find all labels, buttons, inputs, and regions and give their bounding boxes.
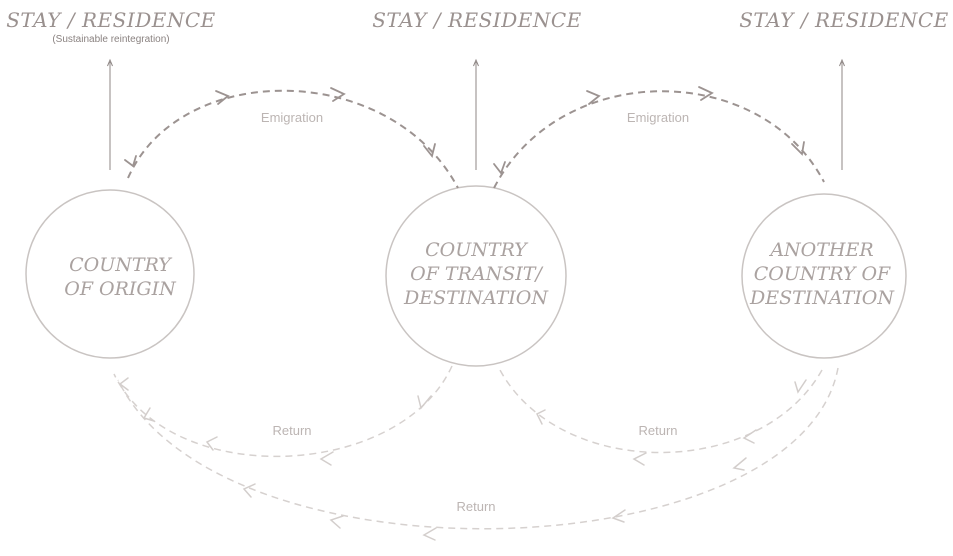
stay-label-transit: STAY / RESIDENCE: [372, 8, 582, 32]
return-label-2: Return: [638, 423, 678, 438]
return-arc-3: [117, 367, 839, 530]
emigration-label-1: Emigration: [260, 110, 324, 125]
return-label-1: Return: [272, 423, 312, 438]
country-of-origin-label: COUNTRY OF ORIGIN: [30, 253, 210, 301]
return-arc-2: [499, 369, 823, 454]
transit-line-2: OF TRANSIT/: [410, 263, 542, 285]
another-line-2: COUNTRY OF: [753, 263, 891, 285]
origin-line-2: OF ORIGIN: [64, 278, 176, 300]
stay-arrow-origin: [107, 58, 113, 170]
stay-arrow-transit: [473, 58, 479, 170]
country-of-transit-circle: [385, 185, 567, 367]
origin-line-1: COUNTRY: [69, 254, 171, 276]
emigration-arc-1: [127, 89, 459, 189]
stay-label-another: STAY / RESIDENCE: [739, 8, 949, 32]
emigration-chevrons: [124, 86, 805, 175]
country-of-origin-circle: [25, 189, 195, 359]
stay-label-origin: STAY / RESIDENCE: [6, 8, 216, 32]
another-country-circle: [741, 193, 907, 359]
emigration-label-2: Emigration: [626, 110, 690, 125]
return-chevrons: [118, 377, 807, 541]
country-of-transit-label: COUNTRY OF TRANSIT/ DESTINATION: [386, 238, 566, 310]
return-arc-1: [113, 365, 453, 458]
emigration-arc-2: [493, 90, 825, 189]
return-label-3: Return: [456, 499, 496, 514]
another-country-label: ANOTHER COUNTRY OF DESTINATION: [732, 238, 912, 310]
another-line-3: DESTINATION: [750, 287, 894, 309]
sustainable-reintegration-note: (Sustainable reintegration): [52, 34, 170, 45]
stay-arrow-another: [839, 58, 845, 170]
another-line-1: ANOTHER: [770, 239, 874, 261]
transit-line-3: DESTINATION: [404, 287, 548, 309]
transit-line-1: COUNTRY: [425, 239, 527, 261]
